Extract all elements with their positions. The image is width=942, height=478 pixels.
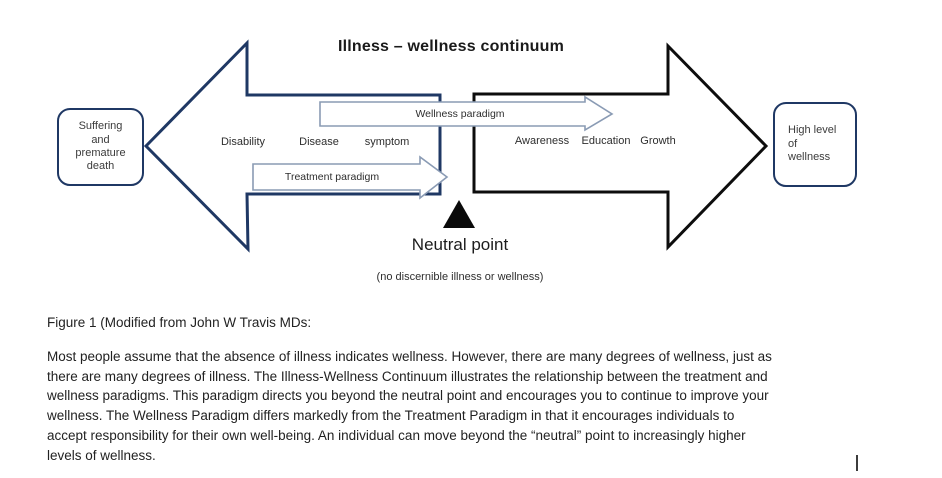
high-wellness-box: High level of wellness: [773, 102, 857, 187]
wellness-paradigm-arrow: [319, 95, 614, 132]
illness-arrow-left: [143, 39, 442, 253]
figure-caption: Figure 1 (Modified from John W Travis MD…: [47, 315, 312, 330]
text-cursor[interactable]: [856, 455, 858, 471]
label-education: Education: [581, 135, 631, 147]
treatment-paradigm-label: Treatment paradigm: [284, 171, 380, 183]
wellness-arrow-right: [472, 42, 769, 251]
suffering-death-label: Suffering and premature death: [75, 120, 126, 173]
body-paragraph[interactable]: Most people assume that the absence of i…: [47, 349, 772, 463]
label-awareness: Awareness: [514, 135, 570, 147]
treatment-paradigm-arrow: [252, 155, 449, 200]
suffering-death-box: Suffering and premature death: [57, 108, 144, 186]
label-disability: Disability: [220, 136, 266, 148]
neutral-point-label: Neutral point: [411, 235, 509, 254]
label-growth: Growth: [640, 135, 676, 147]
illness-wellness-diagram: [143, 39, 769, 253]
diagram-title: Illness – wellness continuum: [337, 38, 565, 55]
neutral-point-marker-icon: [443, 200, 475, 228]
high-wellness-label: High level of wellness: [788, 124, 837, 164]
label-disease: Disease: [299, 136, 339, 148]
neutral-point-subtitle: (no discernible illness or wellness): [376, 271, 544, 283]
label-symptom: symptom: [364, 136, 410, 148]
wellness-paradigm-label: Wellness paradigm: [415, 108, 505, 120]
